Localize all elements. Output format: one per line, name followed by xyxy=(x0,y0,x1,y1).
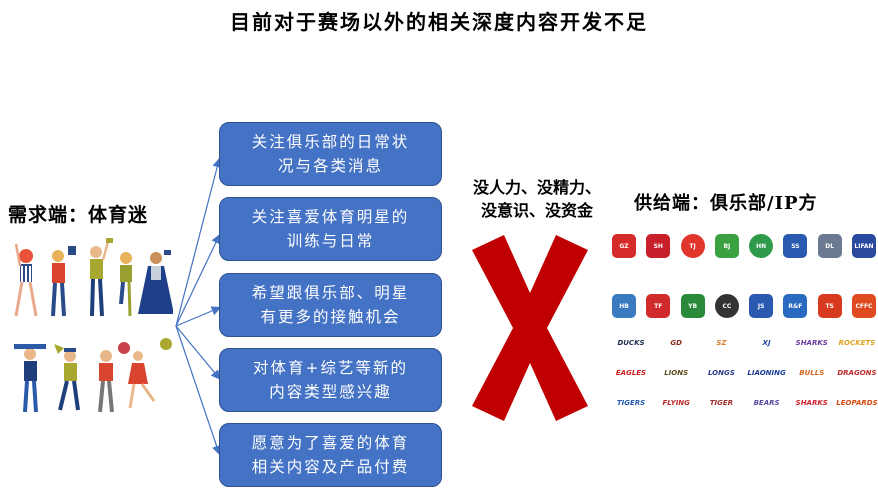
football-logo-icon: DL xyxy=(817,234,842,258)
football-logo-icon: TS xyxy=(817,294,842,318)
basketball-logo-icon: SHARKS xyxy=(795,339,828,347)
basketball-logo-icon: SZ xyxy=(716,339,727,347)
basketball-logo-icon: TIGER xyxy=(709,399,734,407)
need-box-1: 关注俱乐部的日常状况与各类消息 xyxy=(219,122,442,186)
basketball-logo-icon: FLYING xyxy=(662,399,690,407)
obstacles-text: 没人力、没精力、 没意识、没资金 xyxy=(462,176,612,222)
demand-side-label: 需求端：体育迷 xyxy=(8,204,149,226)
supply-side-label: 供给端：俱乐部/IP方 xyxy=(634,193,818,214)
club-logos-grid: GZ SH TJ BJ HN SS DL LIFAN HB TF YB CC J… xyxy=(612,228,878,418)
basketball-logo-icon: TIGERS xyxy=(616,399,646,407)
basketball-logo-icon: LIONS xyxy=(664,369,689,377)
basketball-logo-icon: XJ xyxy=(762,339,771,347)
need-2-line2: 训练与日常 xyxy=(286,232,375,250)
football-logo-icon: SS xyxy=(783,234,808,258)
football-logo-icon: HB xyxy=(612,294,636,318)
obstacles-line2: 没意识、没资金 xyxy=(480,201,593,220)
basketball-logo-icon: EAGLES xyxy=(615,369,647,377)
need-3-line1: 希望跟俱乐部、明星 xyxy=(251,284,410,302)
football-logo-icon: SH xyxy=(646,234,671,258)
football-logo-icon: R&F xyxy=(783,294,808,318)
need-box-5: 愿意为了喜爱的体育相关内容及产品付费 xyxy=(219,423,442,487)
need-box-3: 希望跟俱乐部、明星有更多的接触机会 xyxy=(219,273,442,337)
football-logo-icon: TF xyxy=(646,294,671,318)
need-5-line2: 相关内容及产品付费 xyxy=(251,458,410,476)
basketball-logo-icon: BEARS xyxy=(753,399,780,407)
basketball-logo-icon: LEOPARDS xyxy=(836,399,878,407)
football-logo-icon: HN xyxy=(749,234,774,258)
need-4-line1: 对体育+综艺等新的 xyxy=(253,359,408,377)
need-5-line1: 愿意为了喜爱的体育 xyxy=(251,434,410,452)
football-logo-icon: YB xyxy=(680,294,705,318)
need-3-line2: 有更多的接触机会 xyxy=(260,308,401,326)
basketball-logo-icon: GD xyxy=(670,339,682,347)
football-logo-icon: CFFC xyxy=(851,294,876,318)
basketball-logo-icon: DUCKS xyxy=(617,339,645,347)
football-logo-icon: BJ xyxy=(714,234,739,258)
need-4-line2: 内容类型感兴趣 xyxy=(269,383,392,401)
basketball-logo-icon: ROCKETS xyxy=(838,339,876,347)
obstacles-line1: 没人力、没精力、 xyxy=(472,178,601,197)
football-logo-icon: JS xyxy=(749,294,774,318)
need-box-2: 关注喜爱体育明星的训练与日常 xyxy=(219,197,442,261)
need-1-line1: 关注俱乐部的日常状 xyxy=(251,133,410,151)
sports-fans-illustration-icon xyxy=(14,238,173,413)
red-x-icon xyxy=(472,235,588,421)
basketball-logo-icon: LIAONING xyxy=(747,369,786,377)
basketball-logo-icon: BULLS xyxy=(799,369,825,377)
football-logo-icon: GZ xyxy=(612,234,636,258)
need-1-line2: 况与各类消息 xyxy=(277,157,383,175)
basketball-logo-icon: SHARKS xyxy=(795,399,828,407)
basketball-logo-icon: LONGS xyxy=(707,369,735,377)
football-logo-icon: TJ xyxy=(680,234,705,258)
need-box-4: 对体育+综艺等新的内容类型感兴趣 xyxy=(219,348,442,412)
slide-title: 目前对于赛场以外的相关深度内容开发不足 xyxy=(230,10,648,34)
need-2-line1: 关注喜爱体育明星的 xyxy=(251,208,410,226)
football-logo-icon: LIFAN xyxy=(851,234,876,258)
basketball-logo-icon: DRAGONS xyxy=(837,369,877,377)
football-logo-icon: CC xyxy=(714,294,739,318)
